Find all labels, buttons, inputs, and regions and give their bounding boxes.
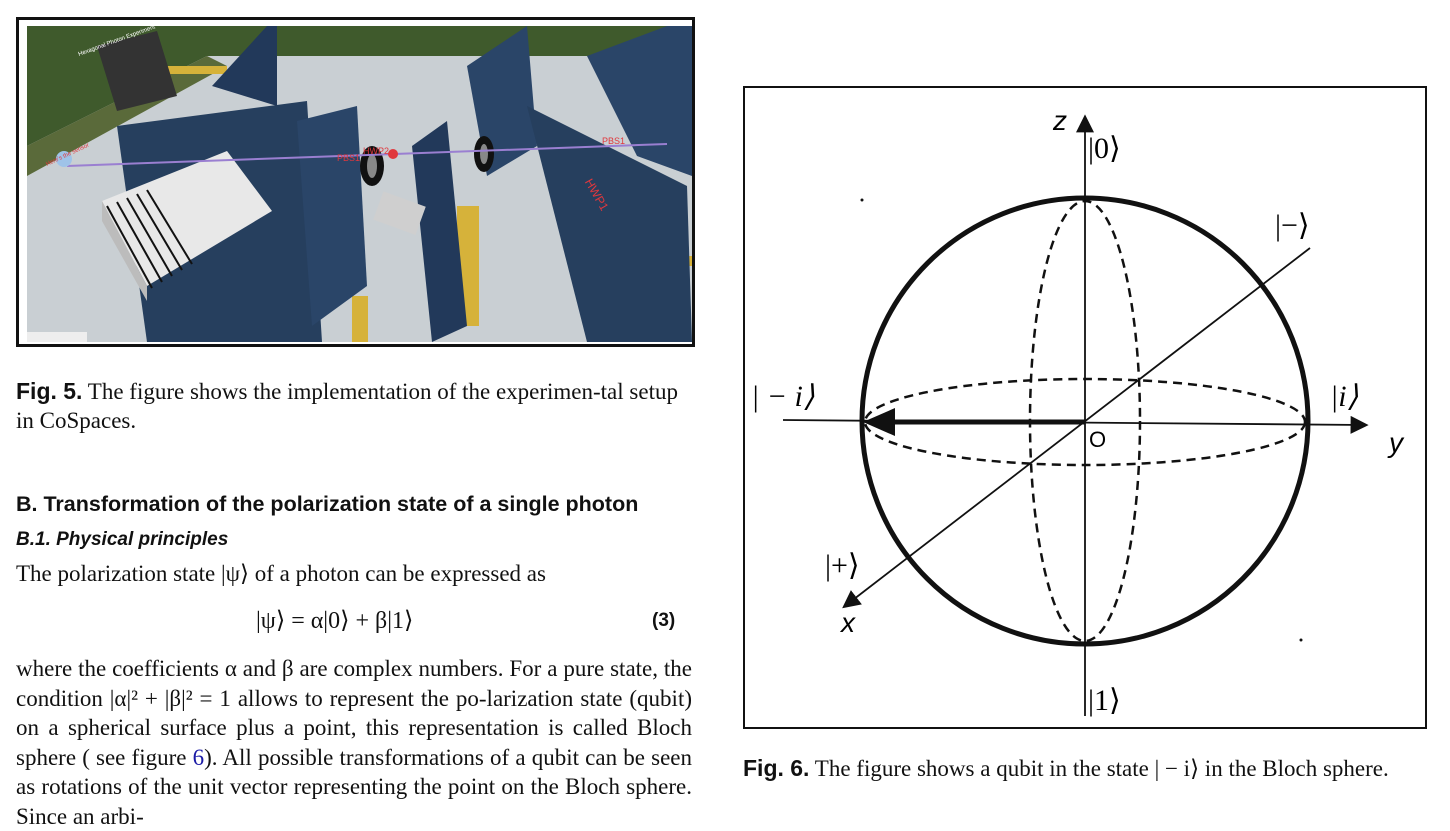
axis-label-z: z (1052, 105, 1067, 136)
fig6-caption: Fig. 6. The figure shows a qubit in the … (743, 754, 1427, 783)
equation: |ψ⟩ = α|0⟩ + β|1⟩ (256, 608, 414, 634)
stray-dot (1299, 638, 1303, 642)
fig6-caption-text: The figure shows a qubit in the state | … (814, 756, 1389, 781)
fig5-caption-text: The figure shows the implementation of t… (16, 379, 678, 433)
axis-label-y: y (1387, 427, 1405, 458)
ket-plus-label: |+⟩ (825, 549, 860, 582)
state-vector-arrowhead (863, 408, 895, 436)
ket-minus-label: |−⟩ (1275, 209, 1310, 242)
scene-toolbar[interactable] (27, 332, 87, 342)
stray-dot (860, 198, 864, 202)
x-axis (842, 247, 1311, 609)
origin-label: O (1089, 427, 1106, 452)
axis-label-x: x (839, 607, 856, 638)
scene-label: HWP2 (363, 146, 389, 156)
intro-text: The polarization state |ψ⟩ of a photon c… (16, 561, 546, 586)
ket-i-label: |i⟩ (1330, 380, 1359, 413)
yellow-tape (167, 66, 227, 74)
scene-label: PBS1 (337, 153, 360, 163)
body-text: where the coefficients α and β are compl… (16, 656, 692, 770)
section-heading: B. Transformation of the polarization st… (16, 492, 639, 516)
subsection-heading: B.1. Physical principles (16, 529, 229, 550)
fig6-label: Fig. 6. (743, 755, 810, 781)
bloch-sphere-diagram: z y x O |0⟩ |1⟩ |−⟩ |+⟩ |i⟩ | − i⟩ (751, 105, 1405, 717)
fig5-label: Fig. 5. (16, 378, 83, 404)
fig5-scene-image: PBS1 HWP2 HWP1 PBS1 Hexagonal Photon Exp… (27, 26, 692, 342)
fig5-caption: Fig. 5. The figure shows the implementat… (16, 377, 692, 435)
figure-link[interactable]: 6 (192, 744, 205, 770)
ket-0-label: |0⟩ (1088, 132, 1121, 165)
body-paragraph: where the coefficients α and β are compl… (16, 654, 692, 831)
poster (97, 31, 177, 111)
body-text: ). All possible transformations of a qub… (16, 744, 692, 829)
fig5-frame: PBS1 HWP2 HWP1 PBS1 Hexagonal Photon Exp… (16, 17, 695, 347)
laser-beam (66, 143, 668, 167)
ket-1-label: |1⟩ (1088, 684, 1121, 717)
equation-number: (3) (652, 610, 676, 631)
fig6-frame: z y x O |0⟩ |1⟩ |−⟩ |+⟩ |i⟩ | − i⟩ (743, 86, 1427, 729)
ket-minus-i-label: | − i⟩ (751, 380, 815, 413)
scene-label: PBS1 (602, 136, 625, 146)
